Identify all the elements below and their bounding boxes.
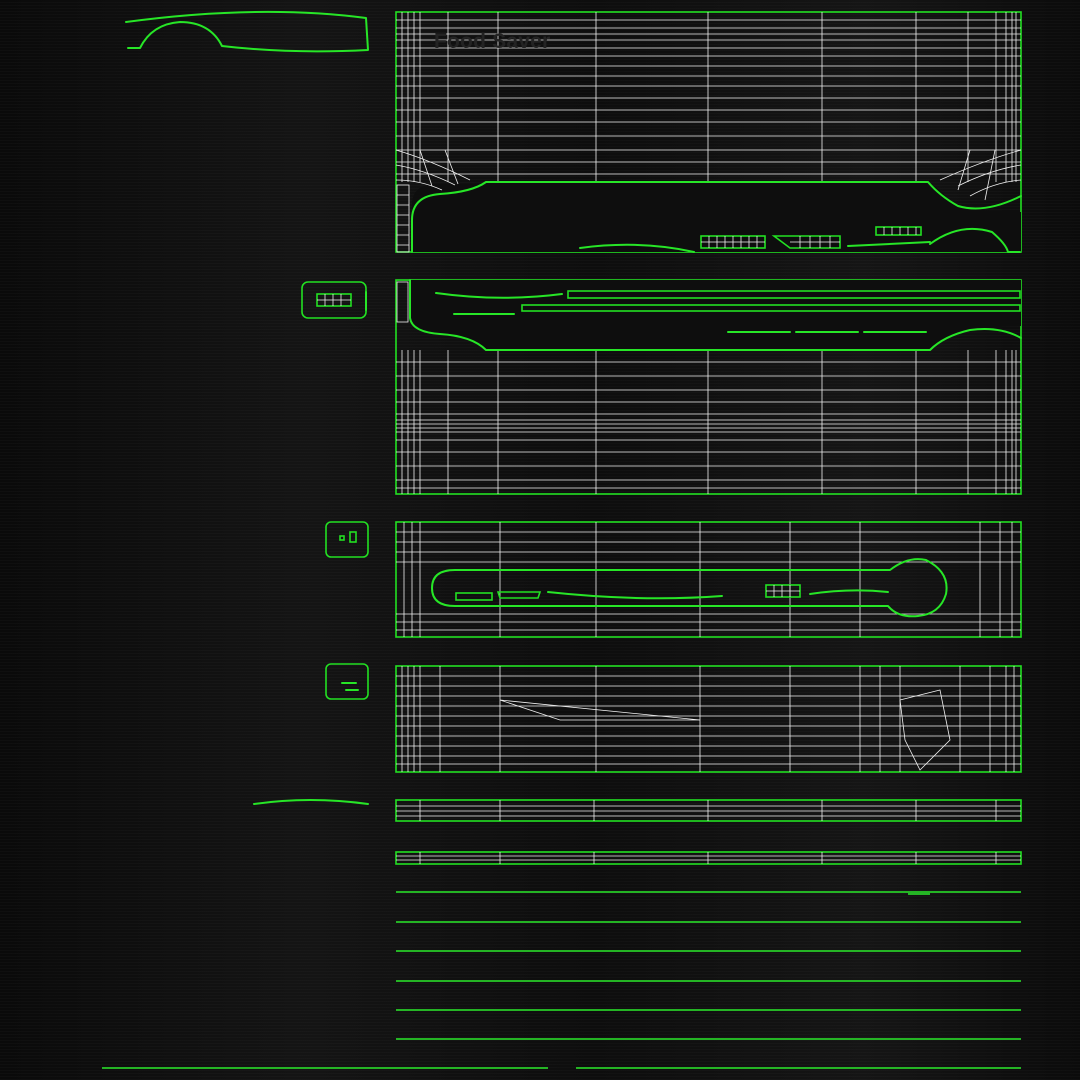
- island-thin-strip-1: [395, 799, 1022, 822]
- island-edge-strips: [102, 891, 1021, 1069]
- small-parts-row-1: [579, 226, 1021, 253]
- island-lid-top: [395, 11, 1022, 253]
- watermark-text: Food Saver: [434, 30, 551, 53]
- island-lid-front: [395, 279, 1022, 495]
- island-front-panel: [395, 521, 1022, 638]
- island-thin-strip-2: [395, 851, 1022, 865]
- handle-piece-top: [125, 10, 369, 53]
- small-parts-left: [253, 281, 369, 805]
- island-base-panel: [395, 665, 1022, 773]
